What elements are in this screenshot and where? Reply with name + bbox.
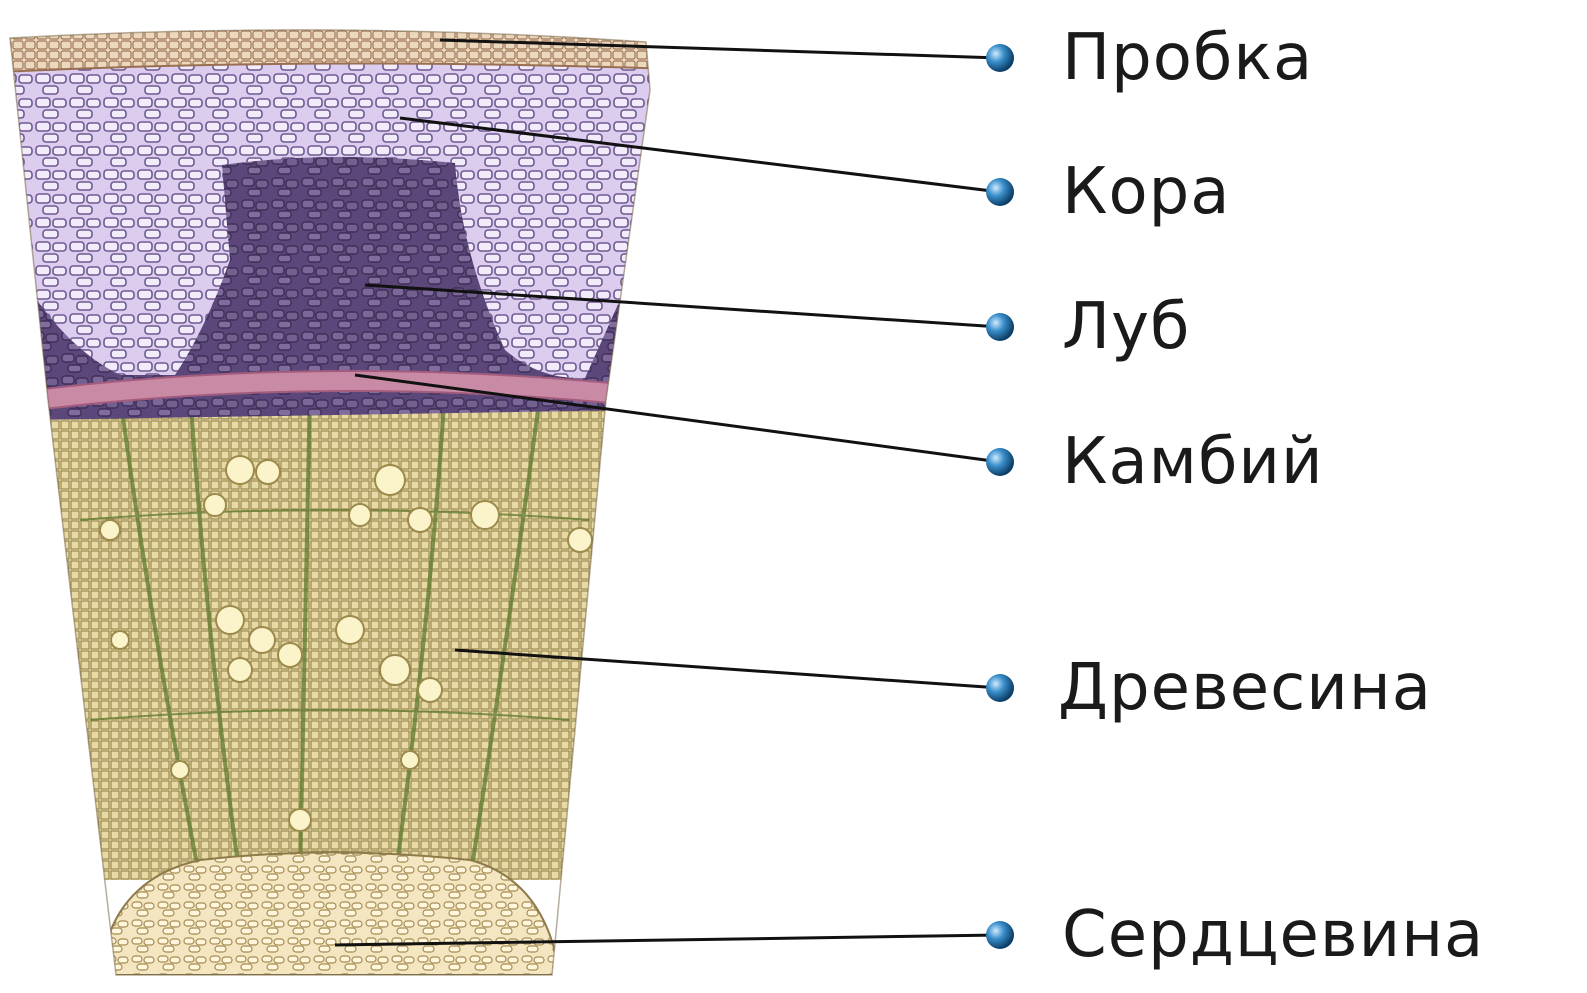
- label-cambium: Камбий: [1062, 430, 1324, 494]
- label-bullets: [986, 44, 1014, 949]
- bullet-cambium: [986, 448, 1014, 476]
- label-phloem: Луб: [1062, 295, 1190, 359]
- bullet-phloem: [986, 313, 1014, 341]
- label-pith: Сердцевина: [1062, 903, 1484, 967]
- bullet-bark: [986, 178, 1014, 206]
- bullet-wood: [986, 674, 1014, 702]
- stem-wedge: [0, 23, 700, 975]
- bullet-cork: [986, 44, 1014, 72]
- bullet-pith: [986, 921, 1014, 949]
- label-bark: Кора: [1062, 160, 1230, 224]
- label-wood: Древесина: [1058, 656, 1432, 720]
- label-cork: Пробка: [1062, 26, 1313, 90]
- pith-layer: [100, 853, 560, 976]
